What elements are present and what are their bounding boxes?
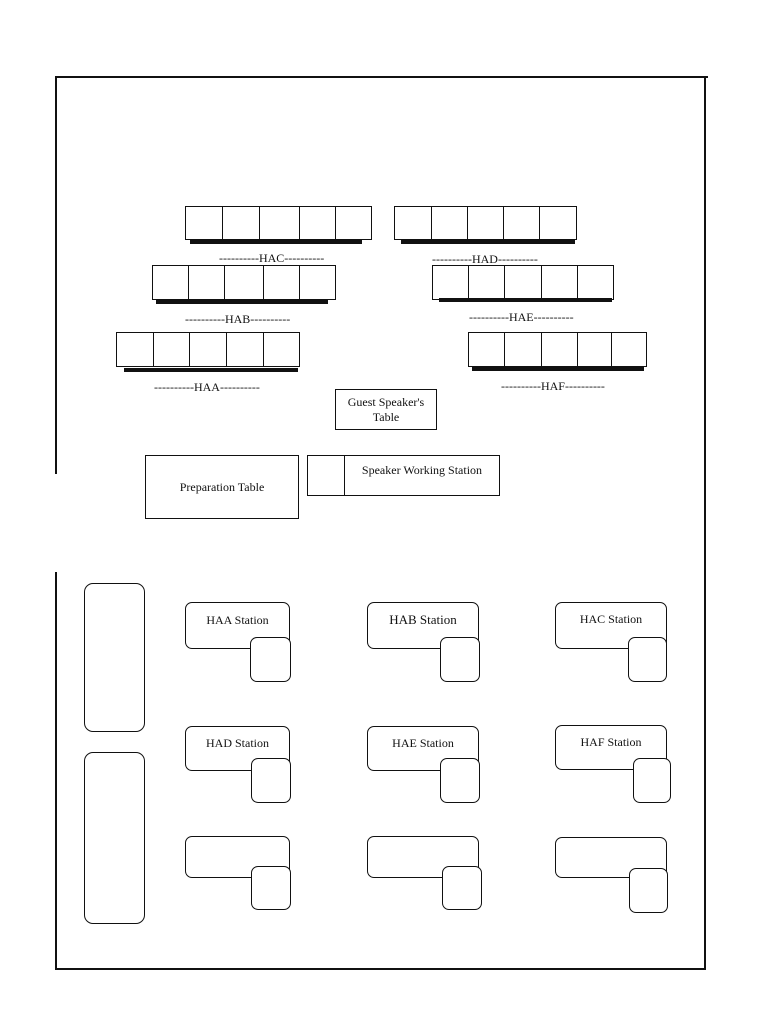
station-haa: HAA Station — [185, 602, 291, 682]
row-bench — [401, 240, 575, 244]
guest-speaker-table-label: Guest Speaker's Table — [347, 394, 425, 424]
row-label: ----------HAF---------- — [501, 379, 605, 393]
seat — [222, 206, 260, 240]
seat — [541, 332, 578, 367]
station-label: HAA Station — [206, 613, 269, 627]
station-unlabeled — [367, 836, 482, 910]
side-bench-lower — [84, 752, 145, 924]
seat — [226, 332, 264, 367]
seat — [539, 206, 577, 240]
station-label: HAF Station — [580, 735, 642, 749]
station-hab: HAB Station — [367, 602, 480, 682]
row-label: ----------HAB---------- — [185, 312, 291, 326]
wall-top — [56, 76, 708, 78]
wall-right — [704, 76, 706, 970]
station-chair — [440, 637, 480, 682]
seat — [152, 265, 189, 300]
row-label: ----------HAA---------- — [154, 380, 260, 394]
row-label: ----------HAD---------- — [432, 252, 538, 266]
row-label: ----------HAC---------- — [219, 251, 325, 265]
seat — [431, 206, 468, 240]
seat — [503, 206, 540, 240]
seat — [185, 206, 223, 240]
row-bench — [156, 300, 328, 304]
seat — [259, 206, 300, 240]
row-bench — [124, 368, 298, 372]
station-chair — [629, 868, 668, 913]
station-chair — [628, 637, 667, 682]
seat — [299, 206, 336, 240]
station-label: HAD Station — [206, 736, 269, 750]
side-bench-upper — [84, 583, 145, 732]
row-label: ----------HAE---------- — [469, 310, 574, 324]
station-label: HAB Station — [389, 612, 457, 627]
preparation-table-label: Preparation Table — [179, 479, 265, 494]
speaker-working-station: Speaker Working Station — [307, 455, 500, 496]
guest-speaker-table: Guest Speaker's Table — [335, 389, 437, 430]
seat — [467, 206, 504, 240]
seat — [189, 332, 227, 367]
speaker-working-desk: Speaker Working Station — [344, 455, 500, 496]
seat — [153, 332, 190, 367]
seat — [432, 265, 469, 300]
station-chair — [250, 637, 291, 682]
station-had: HAD Station — [185, 726, 291, 803]
station-haf: HAF Station — [555, 725, 672, 803]
seat — [188, 265, 225, 300]
wall-bottom — [55, 968, 706, 970]
seat — [468, 265, 505, 300]
station-chair — [440, 758, 480, 803]
seat — [224, 265, 264, 300]
station-chair — [633, 758, 671, 803]
station-chair — [251, 758, 291, 803]
station-hae: HAE Station — [367, 726, 480, 803]
seat — [263, 265, 300, 300]
seat — [468, 332, 505, 367]
seat — [504, 332, 542, 367]
row-bench — [190, 240, 362, 244]
station-unlabeled — [555, 837, 668, 913]
preparation-table: Preparation Table — [145, 455, 299, 519]
seat — [577, 332, 612, 367]
seat — [263, 332, 300, 367]
seat — [335, 206, 372, 240]
station-label: HAE Station — [392, 736, 454, 750]
seat — [394, 206, 432, 240]
wall-left-lower — [55, 572, 57, 970]
row-bench — [472, 367, 644, 371]
seat — [504, 265, 542, 300]
seat — [611, 332, 647, 367]
station-label: HAC Station — [579, 612, 643, 626]
speaker-working-station-label: Speaker Working Station — [361, 463, 483, 477]
seat — [299, 265, 336, 300]
speaker-working-chair — [307, 455, 345, 496]
seat — [116, 332, 154, 367]
station-chair — [251, 866, 291, 910]
seat — [577, 265, 614, 300]
seat — [541, 265, 578, 300]
row-bench — [439, 298, 612, 302]
station-hac: HAC Station — [555, 602, 667, 682]
station-chair — [442, 866, 482, 910]
wall-left-upper — [55, 76, 57, 474]
station-unlabeled — [185, 836, 291, 910]
